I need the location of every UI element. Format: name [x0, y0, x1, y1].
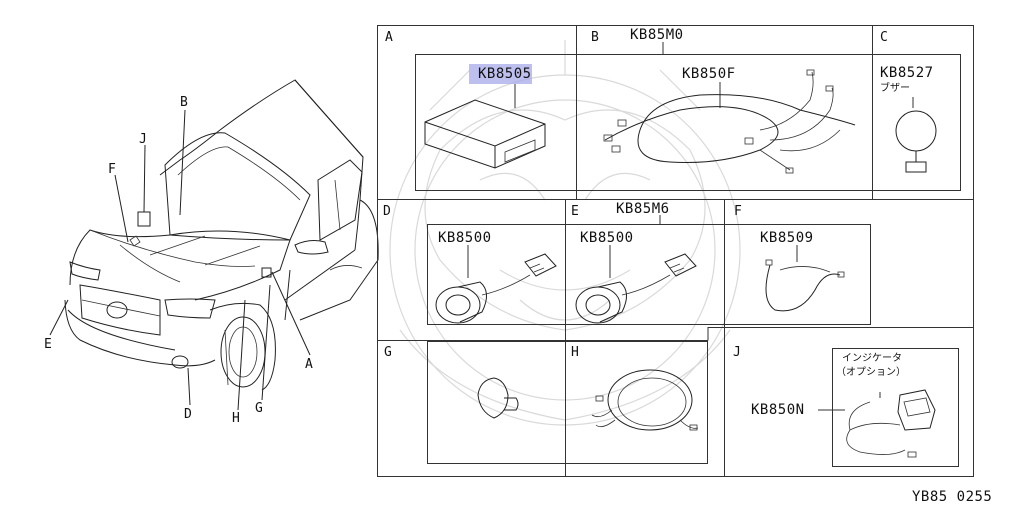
- small-harness-drawing: [765, 259, 845, 312]
- part-number-a[interactable]: KB8505: [478, 66, 532, 82]
- indicator-label: インジケータ: [842, 353, 902, 364]
- panel-g-letter: G: [384, 345, 392, 360]
- assembly-number-b[interactable]: KB85M0: [630, 27, 684, 43]
- indicator-drawing: [846, 389, 936, 458]
- callout-d[interactable]: D: [184, 407, 192, 422]
- callout-g[interactable]: G: [255, 401, 263, 416]
- callout-f[interactable]: F: [108, 162, 116, 177]
- panel-e-letter: E: [571, 204, 579, 219]
- part-number-f[interactable]: KB8509: [760, 230, 814, 246]
- callout-e[interactable]: E: [44, 337, 52, 352]
- cable-drawing: [591, 369, 699, 431]
- harness-drawing: [603, 69, 856, 174]
- car-leader-lines: [49, 109, 311, 411]
- panel-b-letter: B: [591, 30, 599, 45]
- car-illustration: [64, 79, 379, 391]
- control-unit-drawing: [424, 99, 546, 169]
- part-number-b[interactable]: KB850F: [682, 66, 736, 82]
- diagram-code: YB85 0255: [912, 489, 993, 505]
- panel-f-letter: F: [734, 204, 742, 219]
- panel-a-letter: A: [385, 30, 393, 45]
- callout-h[interactable]: H: [232, 411, 240, 426]
- callout-b[interactable]: B: [180, 95, 188, 110]
- panel-d-letter: D: [383, 204, 391, 219]
- buzzer-drawing: [895, 110, 937, 173]
- assembly-number-e[interactable]: KB85M6: [616, 201, 670, 217]
- part-number-d[interactable]: KB8500: [438, 230, 492, 246]
- panel-c-letter: C: [880, 30, 888, 45]
- panel-h-letter: H: [571, 345, 579, 360]
- grommet-drawing: [477, 377, 519, 419]
- buzzer-label: ブザー: [880, 83, 910, 94]
- callout-j[interactable]: J: [139, 132, 147, 147]
- option-label: （オプション）: [836, 367, 906, 378]
- callout-a[interactable]: A: [305, 357, 313, 372]
- part-highlight: [469, 64, 532, 84]
- part-number-c[interactable]: KB8527: [880, 65, 934, 81]
- panel-inner-boxes: [415, 42, 961, 467]
- panel-j-letter: J: [733, 345, 741, 360]
- sensor-drawing-d: [435, 253, 557, 324]
- sensor-drawing-e: [575, 253, 697, 324]
- part-number-e[interactable]: KB8500: [580, 230, 634, 246]
- panel-grid: [377, 25, 974, 477]
- part-number-j[interactable]: KB850N: [751, 402, 805, 418]
